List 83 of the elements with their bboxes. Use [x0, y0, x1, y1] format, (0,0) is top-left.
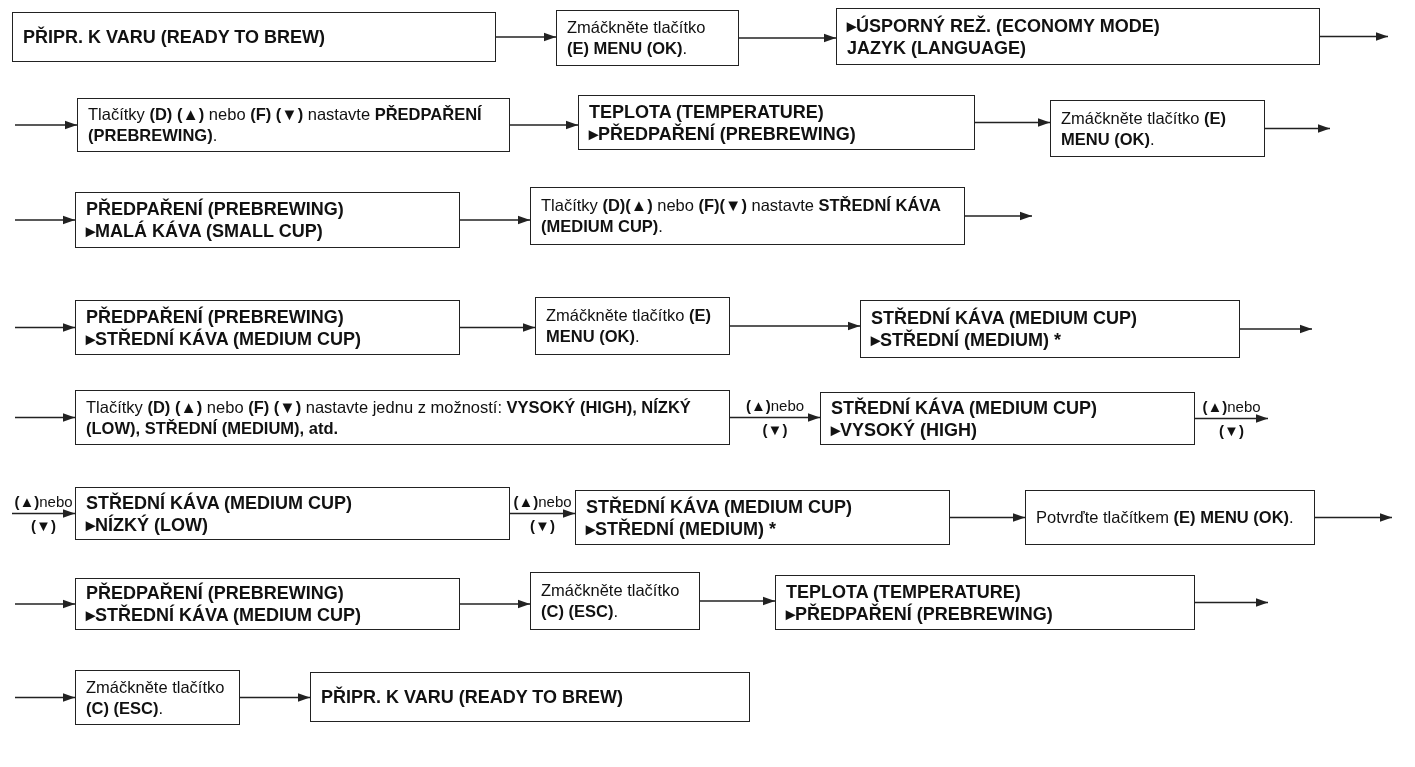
- menu-line: STŘEDNÍ KÁVA (MEDIUM CUP): [831, 396, 1098, 419]
- arrow: [1319, 32, 1389, 41]
- edge-label: (▲)nebo (▼): [512, 491, 573, 536]
- menu-line: STŘEDNÍ KÁVA (MEDIUM CUP): [86, 491, 353, 514]
- instruction-box: [530, 187, 965, 245]
- arrow: [509, 120, 579, 130]
- arrow: [974, 118, 1051, 127]
- display-screen-box: [578, 95, 975, 150]
- instruction-box: [535, 297, 730, 355]
- menu-line: ▸MALÁ KÁVA (SMALL CUP): [86, 220, 324, 242]
- arrow: [14, 120, 78, 130]
- menu-line: PŘIPR. K VARU (READY TO BREW): [321, 686, 625, 708]
- menu-line: JAZYK (LANGUAGE): [847, 36, 1027, 59]
- menu-line: ▸VYSOKÝ (HIGH): [831, 418, 978, 441]
- menu-line: ▸STŘEDNÍ (MEDIUM) *: [871, 329, 1062, 351]
- display-screen-box: [775, 575, 1195, 630]
- display-screen-box: [75, 300, 460, 355]
- menu-line: ▸STŘEDNÍ KÁVA (MEDIUM CUP): [86, 604, 362, 626]
- arrow: [495, 32, 557, 42]
- display-screen-box: [75, 192, 460, 248]
- edge-label: (▲)nebo (▼): [13, 491, 74, 536]
- instruction-text: Zmáčkněte tlačítko (E) MENU (OK).: [546, 305, 713, 347]
- instruction-box: [1025, 490, 1315, 545]
- instruction-text: Tlačítky (D) (▲) nebo (F) (▼) nastavte jednu z možností: VYSOKÝ (HIGH), NÍZKÝ (LOW), STŘEDNÍ (MEDIUM), atd.: [86, 396, 692, 439]
- menu-line: STŘEDNÍ KÁVA (MEDIUM CUP): [586, 495, 853, 518]
- arrow: [1194, 598, 1269, 607]
- instruction-box: [1050, 100, 1265, 157]
- arrow: [14, 323, 76, 332]
- arrow: [459, 323, 536, 332]
- arrow: [14, 413, 76, 422]
- menu-line: TEPLOTA (TEMPERATURE): [786, 580, 1022, 603]
- arrow: [1194, 414, 1269, 423]
- arrow: [1239, 324, 1313, 334]
- instruction-text: Zmáčkněte tlačítko (E) MENU (OK).: [1061, 107, 1228, 150]
- menu-line: PŘEDPAŘENÍ (PREBREWING): [86, 582, 345, 604]
- menu-line: ▸PŘEDPAŘENÍ (PREBREWING): [786, 602, 1054, 625]
- menu-line: TEPLOTA (TEMPERATURE): [589, 100, 825, 123]
- menu-line: PŘIPR. K VARU (READY TO BREW): [23, 26, 327, 48]
- instruction-box: [556, 10, 739, 66]
- arrow: [729, 321, 861, 331]
- instruction-text: Zmáčkněte tlačítko (C) (ESC).: [86, 676, 226, 719]
- menu-line: ▸STŘEDNÍ KÁVA (MEDIUM CUP): [86, 327, 362, 350]
- display-screen-box: [836, 8, 1320, 65]
- menu-line: ▸PŘEDPAŘENÍ (PREBREWING): [589, 122, 857, 145]
- arrow: [459, 599, 531, 609]
- arrow: [1314, 513, 1393, 522]
- menu-line: PŘEDPAŘENÍ (PREBREWING): [86, 198, 345, 220]
- edge-label: (▲)nebo (▼): [1201, 396, 1262, 441]
- instruction-box: [530, 572, 700, 630]
- instruction-box: [75, 670, 240, 725]
- instruction-text: Zmáčkněte tlačítko (E) MENU (OK).: [567, 17, 707, 59]
- display-screen-box: [820, 392, 1195, 445]
- arrow: [11, 509, 76, 518]
- display-screen-box: [310, 672, 750, 722]
- arrow: [509, 509, 576, 518]
- arrow: [14, 215, 76, 225]
- arrow: [964, 211, 1033, 221]
- arrow: [729, 413, 821, 422]
- display-screen-box: [75, 578, 460, 630]
- menu-line: PŘEDPAŘENÍ (PREBREWING): [86, 305, 345, 328]
- menu-line: ▸STŘEDNÍ (MEDIUM) *: [586, 517, 777, 540]
- display-screen-box: [75, 487, 510, 540]
- display-screen-box: [575, 490, 950, 545]
- instruction-box: [77, 98, 510, 152]
- instruction-text: Potvrďte tlačítkem (E) MENU (OK).: [1036, 507, 1295, 528]
- instruction-text: Zmáčkněte tlačítko (C) (ESC).: [541, 580, 681, 622]
- instruction-text: Tlačítky (D) (▲) nebo (F) (▼) nastavte PŘEDPAŘENÍ (PREBREWING).: [88, 104, 483, 146]
- arrow: [1264, 124, 1331, 133]
- arrow: [738, 33, 837, 43]
- arrow: [239, 693, 311, 702]
- arrow: [14, 693, 76, 702]
- arrow: [14, 599, 76, 609]
- menu-line: ▸ÚSPORNÝ REŽ. (ECONOMY MODE): [847, 14, 1161, 37]
- edge-label: (▲)nebo (▼): [744, 395, 806, 440]
- menu-line: ▸NÍZKÝ (LOW): [86, 513, 209, 536]
- display-screen-box: [860, 300, 1240, 358]
- arrow: [949, 513, 1026, 522]
- arrow: [699, 596, 776, 606]
- instruction-text: Tlačítky (D)(▲) nebo (F)(▼) nastavte STŘEDNÍ KÁVA (MEDIUM CUP).: [541, 195, 942, 237]
- menu-line: STŘEDNÍ KÁVA (MEDIUM CUP): [871, 307, 1138, 329]
- display-screen-box: [12, 12, 496, 62]
- arrow: [459, 215, 531, 225]
- instruction-box: [75, 390, 730, 445]
